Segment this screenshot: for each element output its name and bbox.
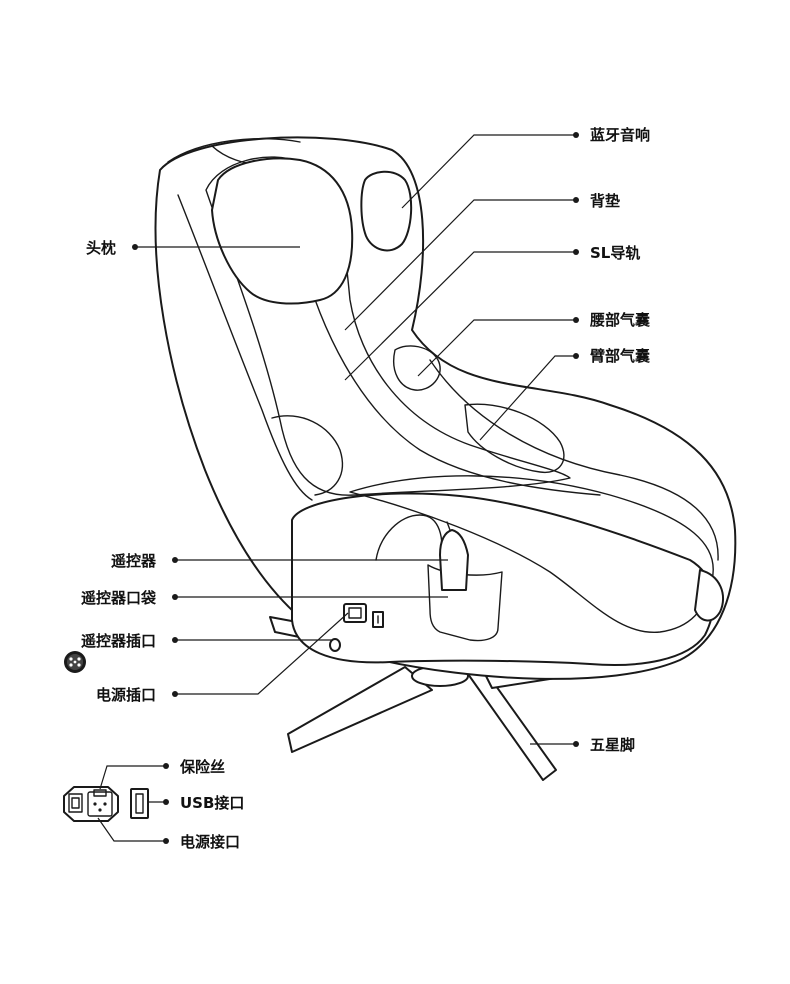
- leader-back-pad: [344, 199, 575, 331]
- side-power-socket-inner: [348, 607, 362, 619]
- dot-waist-airbag: [573, 317, 579, 323]
- label-power-socket: 电源插口: [96, 686, 156, 704]
- dot-arm-airbag: [573, 353, 579, 359]
- socket-pin-1: [93, 802, 97, 806]
- remote-control: [439, 529, 469, 591]
- head-cap-line-1: [167, 137, 301, 163]
- label-back-pad: 背垫: [590, 192, 620, 210]
- bluetooth-speaker-grille: [360, 170, 413, 252]
- label-bluetooth-speaker: 蓝牙音响: [590, 126, 650, 144]
- dot-sl-rail: [573, 249, 579, 255]
- power-switch: [68, 793, 83, 813]
- usb-port-frame: [130, 788, 149, 819]
- label-fuse: 保险丝: [179, 758, 225, 776]
- leader-bluetooth-speaker: [401, 134, 575, 209]
- dot-bluetooth-speaker: [573, 132, 579, 138]
- power-switch-fuse-socket-icon: [63, 786, 119, 822]
- label-five-star-base: 五星脚: [590, 736, 635, 754]
- label-sl-rail: SL导轨: [590, 244, 640, 262]
- arm-inner-curve: [429, 359, 719, 561]
- usb-port-icon: [130, 788, 149, 819]
- dot-remote-pocket: [172, 594, 178, 600]
- label-remote-pocket: 遥控器口袋: [81, 589, 157, 607]
- chair-seat-side-panel: [291, 492, 715, 666]
- right-leaders: [344, 132, 579, 747]
- waist-airbag: [393, 345, 441, 391]
- socket-pin-3: [98, 808, 102, 812]
- base-leg-front-right: [467, 671, 557, 781]
- wing-inner-curve: [177, 194, 313, 501]
- label-headrest: 头枕: [86, 239, 116, 257]
- socket-pin-2: [103, 802, 107, 806]
- leader-fuse: [99, 765, 165, 790]
- arm-airbag: [464, 403, 565, 474]
- round-din-connector-icon: [64, 651, 86, 673]
- dot-power-port: [163, 838, 169, 844]
- leader-arm-airbag: [479, 355, 575, 441]
- leader-power-socket: [176, 612, 349, 695]
- dot-usb-port: [163, 799, 169, 805]
- dot-back-pad: [573, 197, 579, 203]
- dot-five-star-base: [573, 741, 579, 747]
- dot-power-socket: [172, 691, 178, 697]
- leg-rest: [694, 569, 725, 622]
- dot-remote: [172, 557, 178, 563]
- label-remote-socket: 遥控器插口: [81, 632, 156, 650]
- label-remote: 遥控器: [111, 552, 157, 570]
- leader-waist-airbag: [417, 319, 575, 377]
- chair-side-power-panel: [329, 603, 384, 652]
- label-arm-airbag: 臂部气囊: [590, 347, 651, 365]
- power-socket-block: [87, 791, 113, 817]
- power-switch-rocker: [71, 797, 80, 809]
- sl-rail-line: [299, 249, 601, 496]
- label-power-port: 电源接口: [180, 833, 240, 851]
- usb-port-slot: [135, 793, 144, 814]
- base-leg-front-left: [287, 666, 433, 753]
- left-leaders: [132, 244, 448, 697]
- leader-sl-rail: [344, 251, 575, 381]
- remote-antenna: [446, 521, 451, 531]
- dot-fuse: [163, 763, 169, 769]
- lower-back-roll: [271, 415, 344, 496]
- fuse-holder: [93, 789, 107, 797]
- dot-remote-socket: [172, 637, 178, 643]
- label-usb-port: USB接口: [180, 794, 244, 812]
- dot-headrest: [132, 244, 138, 250]
- side-remote-socket: [329, 638, 341, 652]
- label-waist-airbag: 腰部气囊: [589, 311, 651, 329]
- leader-power-port: [97, 817, 165, 842]
- headrest-pillow: [211, 157, 354, 305]
